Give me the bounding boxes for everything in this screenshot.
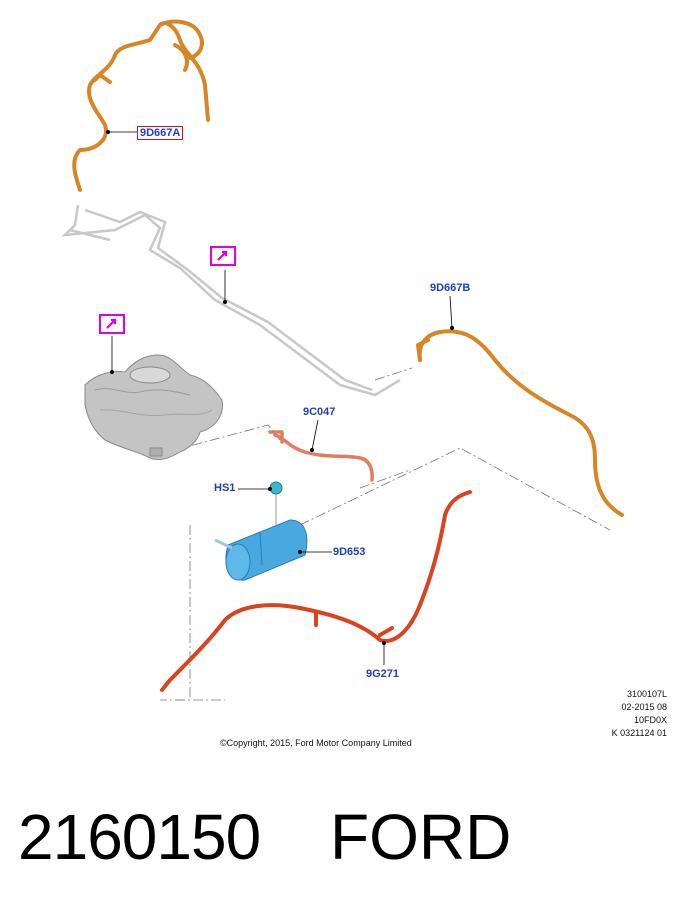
arrow-nav-icon[interactable] <box>210 246 236 266</box>
line-bundle <box>61 204 401 397</box>
part-number: 2160150 <box>18 801 261 873</box>
reference-codes: 3100107L 02-2015 08 10FD0X K 0321124 01 <box>612 688 667 740</box>
ref-code-line: K 0321124 01 <box>611 728 667 738</box>
ref-code-line: 02-2015 08 <box>621 702 667 712</box>
callout-9D667B[interactable]: 9D667B <box>430 282 471 294</box>
ref-code-line: 10FD0X <box>633 715 667 725</box>
hose-9D667B <box>416 329 624 517</box>
copyright-text: ©Copyright, 2015, Ford Motor Company Lim… <box>220 738 412 748</box>
callout-9D667A[interactable]: 9D667A <box>137 126 184 140</box>
guide-lines <box>160 367 611 701</box>
parts-diagram <box>61 19 624 701</box>
fuel-tank <box>84 354 224 461</box>
hose-9G271 <box>160 490 472 692</box>
arrow-nav-icon[interactable] <box>99 314 125 334</box>
hose-9D667A <box>72 19 210 192</box>
callout-HS1[interactable]: HS1 <box>214 482 236 494</box>
ref-code-line: 3100107L <box>626 689 667 699</box>
callout-9G271[interactable]: 9G271 <box>366 668 400 680</box>
callout-9D653[interactable]: 9D653 <box>333 546 366 558</box>
leader-lines <box>108 131 453 665</box>
callout-9C047[interactable]: 9C047 <box>303 406 336 418</box>
canister-9D653 <box>214 519 308 581</box>
hose-9C047 <box>268 430 374 482</box>
brand-name: FORD <box>330 801 512 873</box>
leader-dots <box>106 130 454 645</box>
